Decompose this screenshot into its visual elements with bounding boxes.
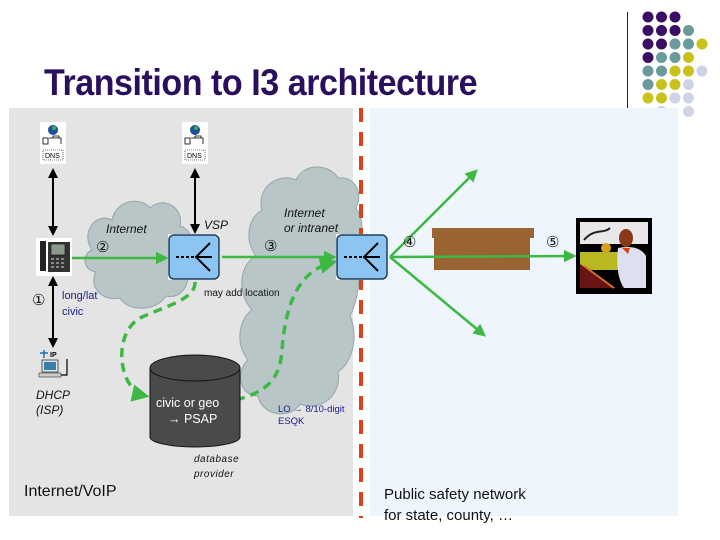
decorative-dot: [696, 38, 708, 50]
title-divider-line: [627, 12, 628, 132]
internet-intranet-label-line2: or intranet: [284, 221, 339, 235]
svg-text:DNS: DNS: [45, 153, 60, 160]
database-provider-label-line1: database: [194, 454, 240, 465]
decorative-dot: [696, 65, 708, 77]
internet-intranet-label-line1: Internet: [284, 206, 325, 220]
decorative-dot: [642, 65, 654, 77]
step-4-marker: ④: [403, 234, 417, 251]
decorative-dot: [669, 25, 681, 36]
decorative-dot: [669, 38, 681, 50]
psap-call-taker-picture: [576, 218, 652, 294]
database-label-line1: civic or geo: [156, 396, 220, 410]
call-path-arrow-5: [389, 249, 577, 263]
internet-cloud-label: Internet: [106, 222, 147, 236]
decorative-dot: [669, 11, 681, 23]
decorative-dot: [656, 65, 667, 77]
public-safety-network-label-line2: for state, county, …: [384, 507, 513, 524]
may-add-location-label: may add location: [204, 288, 280, 299]
decorative-dot: [656, 79, 667, 90]
esrp-router-icon: [336, 234, 388, 280]
dns-server-icon: DNS: [182, 122, 208, 164]
decorative-dot: [669, 52, 681, 63]
location-query-dashed-arrow: [120, 281, 197, 402]
decorative-dot: [642, 79, 654, 90]
dns-server-icon: DNS: [40, 122, 66, 164]
ip-phone-icon: [36, 238, 72, 276]
decorative-dot: [656, 11, 667, 23]
internet-or-intranet-cloud: [239, 166, 363, 415]
decorative-dot: [642, 11, 654, 23]
location-database-cylinder: [149, 354, 241, 448]
decorative-dot: [683, 38, 694, 50]
decorative-dot: [683, 25, 694, 36]
slide-title: Transition to I3 architecture: [44, 62, 478, 103]
dhcp-server-computer-icon: IP: [38, 350, 68, 378]
psap-route-dashed-arrow: [235, 256, 338, 402]
civic-label: civic: [62, 306, 84, 318]
decorative-dot: [642, 92, 654, 104]
database-label-line2: → PSAP: [168, 412, 218, 426]
svg-text:DNS: DNS: [187, 153, 202, 160]
lo-esqk-label-line2: ESQK: [278, 416, 305, 427]
decorative-dot: [683, 65, 694, 77]
decorative-dot: [683, 92, 694, 104]
decorative-dot: [683, 106, 694, 117]
decorative-dot: [669, 79, 681, 90]
public-safety-network-label-line1: Public safety network: [384, 486, 526, 503]
step-5-marker: ⑤: [546, 234, 560, 251]
decorative-dot: [656, 92, 667, 104]
decorative-dot: [642, 38, 654, 50]
selective-router-box: [432, 228, 534, 270]
step-1-marker: ①: [32, 292, 46, 309]
decorative-dot: [683, 52, 694, 63]
decorative-dot: [656, 38, 667, 50]
step-2-marker: ②: [96, 239, 110, 256]
long-lat-label: long/lat: [62, 290, 98, 302]
isp-label: (ISP): [36, 403, 64, 417]
decorative-dot: [683, 79, 694, 90]
decorative-dot: [642, 25, 654, 36]
decorative-dot-grid: [642, 11, 708, 117]
routing-arrow-up: [389, 169, 478, 258]
step-3-marker: ③: [264, 238, 278, 255]
routing-arrow-down: [389, 256, 486, 337]
decorative-dot: [642, 52, 654, 63]
database-provider-label-line2: provider: [194, 469, 235, 480]
vsp-label: VSP: [204, 218, 229, 232]
dhcp-label: DHCP: [36, 388, 71, 402]
lo-esqk-label-line1: LO → 8/10-digit: [278, 404, 345, 415]
decorative-dot: [669, 65, 681, 77]
internet-voip-region-label: Internet/VoIP: [24, 483, 117, 500]
decorative-dot: [656, 52, 667, 63]
decorative-dot: [669, 92, 681, 104]
vsp-proxy-router-icon: [168, 234, 220, 280]
decorative-dot: [656, 25, 667, 36]
svg-text:IP: IP: [50, 352, 57, 359]
public-safety-network-region: [370, 108, 678, 516]
